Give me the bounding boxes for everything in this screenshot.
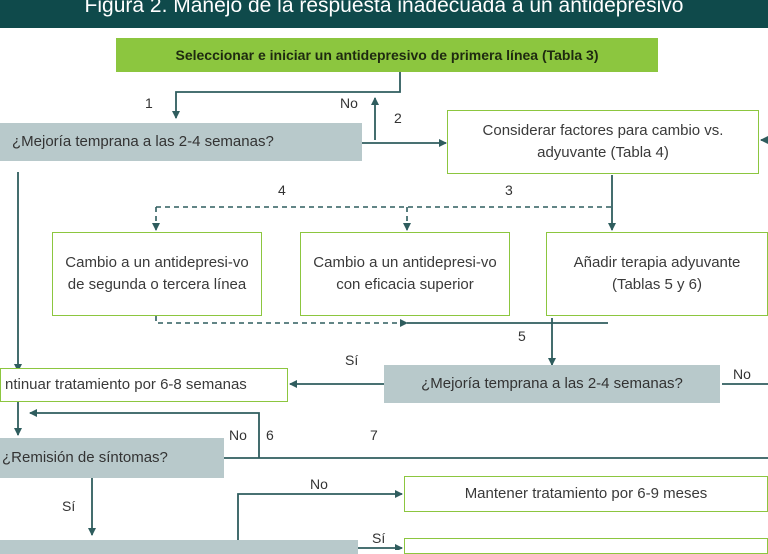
step-4-label: 4 [278,182,286,198]
yes-label-3: Sí [372,530,386,546]
factors-box: Considerar factores para cambio vs. adyu… [447,110,759,174]
switch-second-line-box: Cambio a un antidepresi-vo de segunda o … [52,232,262,316]
yes-label-2: Sí [62,498,76,514]
bottom-left-box [0,540,358,554]
step-5-label: 5 [518,328,526,344]
early-improvement-box-2: ¿Mejoría temprana a las 2-4 semanas? [384,365,720,403]
start-box: Seleccionar e iniciar un antidepresivo d… [116,38,658,72]
step-2-label: 2 [394,110,402,126]
step-3-label: 3 [505,182,513,198]
no-label-4: No [310,476,328,492]
early-improvement-box-1: ¿Mejoría temprana a las 2-4 semanas? [0,123,362,161]
no-label-1: No [340,95,358,111]
step-7-label: 7 [370,427,378,443]
step-1-label: 1 [145,95,153,111]
adjunct-therapy-box: Añadir terapia adyuvante (Tablas 5 y 6) [546,232,768,316]
bottom-right-box [404,538,768,554]
no-label-3: No [229,427,247,443]
yes-label-1: Sí [345,352,359,368]
switch-superior-box: Cambio a un antidepresi-vo con eficacia … [300,232,510,316]
step-6-label: 6 [266,427,274,443]
maintain-treatment-box: Mantener tratamiento por 6-9 meses [404,476,768,512]
no-label-2: No [733,366,751,382]
remission-box: ¿Remisión de síntomas? [0,438,224,478]
continue-treatment-box: ntinuar tratamiento por 6-8 semanas [0,368,288,402]
figure-title: Figura 2. Manejo de la respuesta inadecu… [0,0,768,28]
